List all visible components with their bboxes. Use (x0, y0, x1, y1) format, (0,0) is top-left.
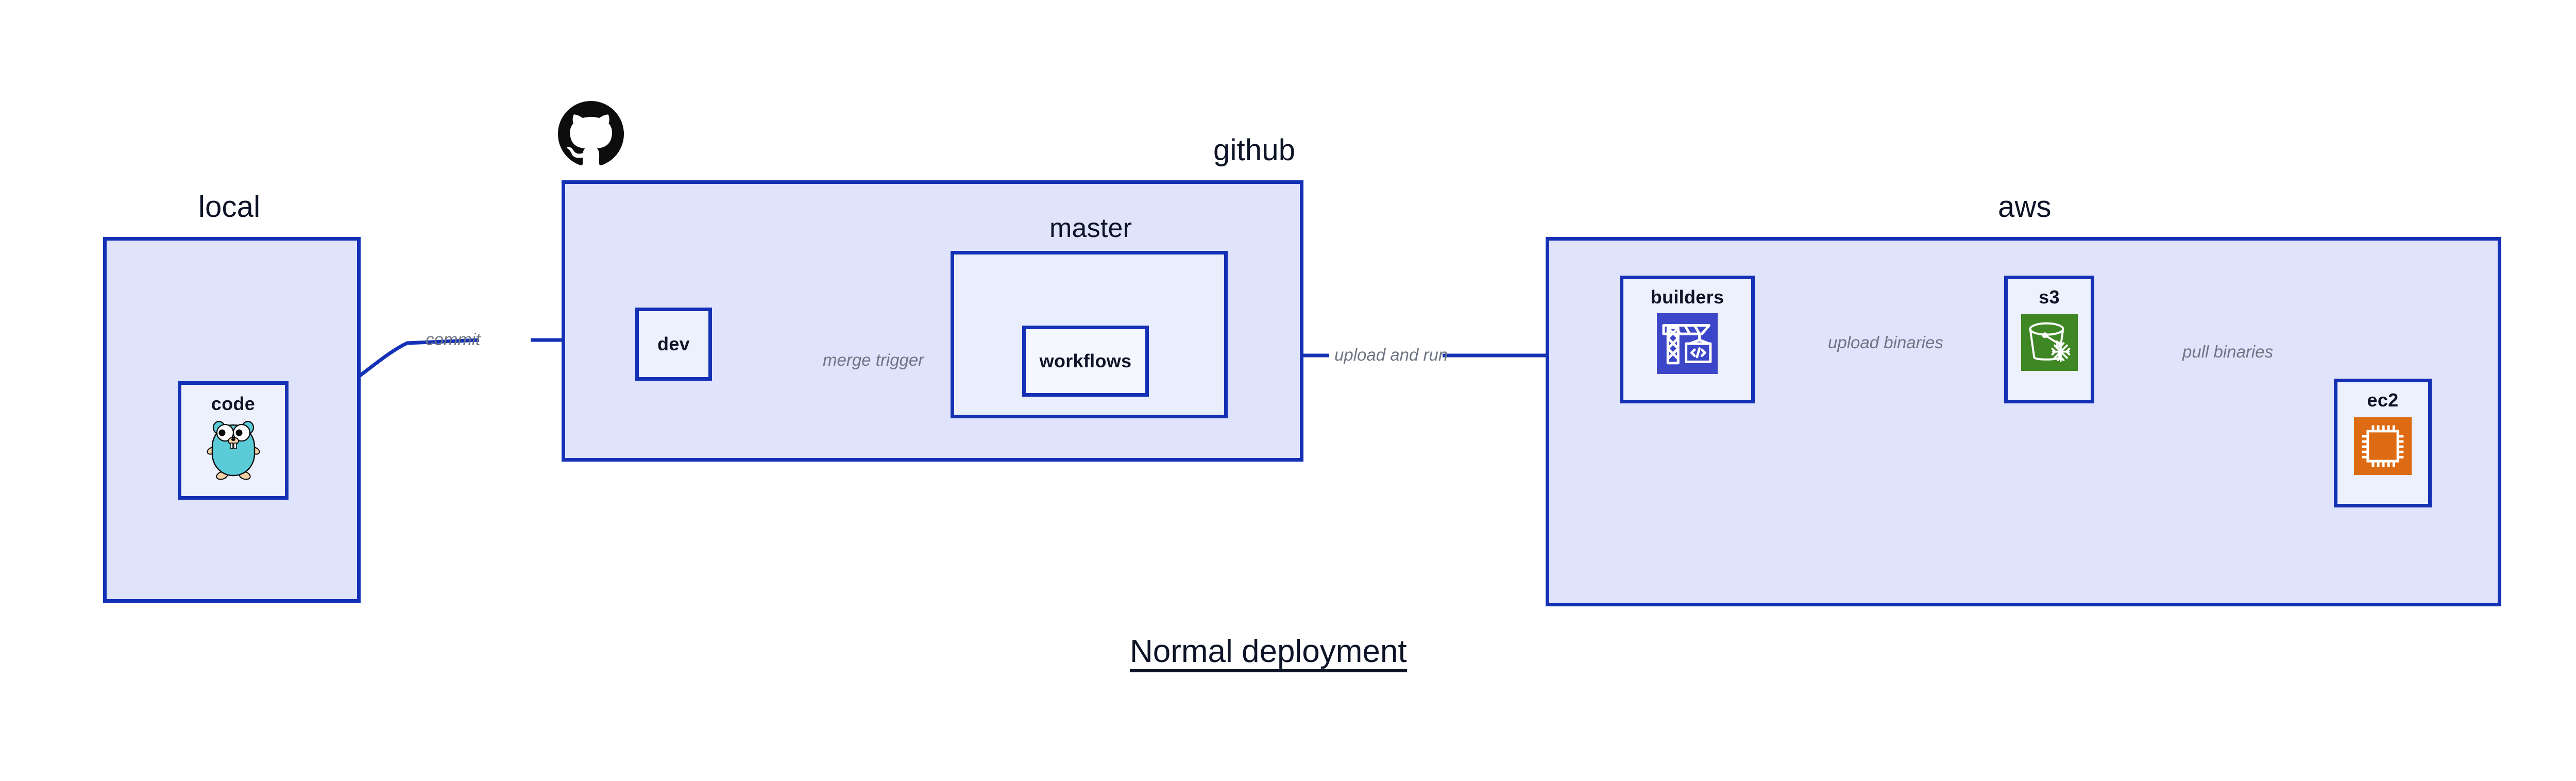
edge-label-upload-binaries: upload binaries (1828, 333, 1943, 352)
node-ec2-label: ec2 (2367, 389, 2399, 411)
aws-codebuild-icon (1657, 313, 1718, 374)
node-builders[interactable]: builders (1620, 276, 1755, 403)
edge-label-pull-binaries: pull binaries (2182, 342, 2274, 361)
edge-label-merge-trigger: merge trigger (823, 350, 924, 369)
github-octocat-icon (558, 101, 624, 165)
node-builders-label: builders (1650, 286, 1724, 308)
node-code-label: code (211, 393, 256, 414)
aws-s3-glacier-icon (2021, 314, 2078, 371)
group-local-label: local (198, 190, 261, 224)
node-ec2[interactable]: ec2 (2334, 379, 2432, 507)
group-aws-label: aws (1998, 190, 2052, 224)
node-dev[interactable]: dev (635, 308, 712, 381)
page-title: Normal deployment (1130, 635, 1407, 673)
edge-label-upload-and-run: upload and run (1334, 345, 1448, 364)
group-github-label: github (1213, 133, 1296, 167)
node-s3[interactable]: s3 (2004, 276, 2094, 403)
aws-ec2-icon (2354, 417, 2412, 475)
node-s3-label: s3 (2039, 286, 2060, 308)
node-workflows-label: workflows (1039, 350, 1132, 371)
go-gopher-icon (206, 420, 260, 480)
node-dev-label: dev (657, 333, 690, 354)
subgroup-master-label: master (1049, 213, 1132, 243)
node-code[interactable]: code (178, 381, 289, 500)
node-workflows[interactable]: workflows (1022, 326, 1149, 397)
edge-label-commit: commit (426, 330, 481, 349)
